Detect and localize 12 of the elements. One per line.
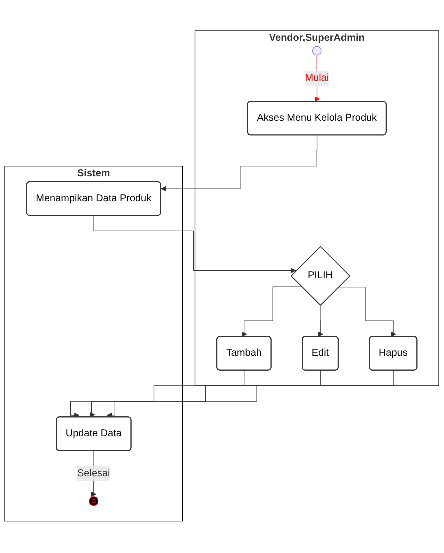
arrow xyxy=(318,306,324,338)
edge-label: Mulai xyxy=(305,73,330,84)
arrow xyxy=(94,216,296,274)
edge-label: Selesai xyxy=(78,468,110,480)
arrow xyxy=(338,287,396,338)
node-circle xyxy=(312,46,322,56)
arrow xyxy=(242,287,302,338)
arrow xyxy=(70,370,245,419)
arrow xyxy=(160,136,318,192)
node-diamond: PILIH xyxy=(290,246,351,306)
arrow xyxy=(106,370,394,419)
arrow xyxy=(90,370,322,418)
